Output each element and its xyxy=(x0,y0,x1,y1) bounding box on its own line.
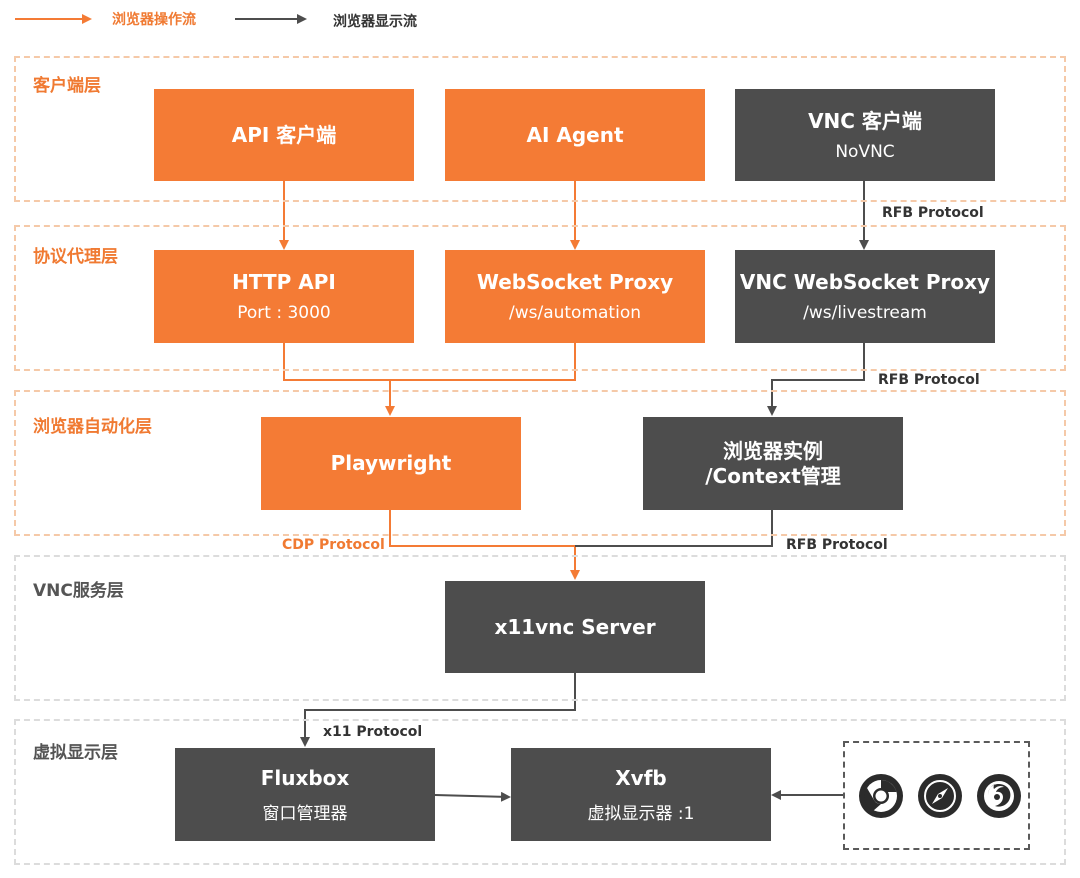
xvfb-subtitle: 虚拟显示器 :1 xyxy=(587,803,695,824)
browser-instance-title-line2: /Context管理 xyxy=(705,463,841,488)
http-api-node: HTTP API Port : 3000 xyxy=(154,250,414,343)
x11-protocol-label: x11 Protocol xyxy=(323,724,423,740)
http-api-subtitle: Port : 3000 xyxy=(237,303,331,323)
firefox-icon xyxy=(977,774,1021,818)
xvfb-title: Xvfb xyxy=(615,765,667,790)
vnc-service-layer xyxy=(14,555,1066,701)
fluxbox-subtitle: 窗口管理器 xyxy=(262,803,348,824)
rfb-protocol-label-3: RFB Protocol xyxy=(786,537,888,553)
client-layer-title: 客户端层 xyxy=(33,76,101,96)
vnc-client-node: VNC 客户端 NoVNC xyxy=(735,89,995,181)
legend-display-flow-label: 浏览器显示流 xyxy=(333,14,417,30)
vnc-ws-proxy-title: VNC WebSocket Proxy xyxy=(739,270,991,294)
fluxbox-title: Fluxbox xyxy=(260,765,350,790)
ai-agent-node: AI Agent xyxy=(445,89,705,181)
ws-proxy-subtitle: /ws/automation xyxy=(508,303,641,323)
http-api-title: HTTP API xyxy=(232,270,336,294)
safari-icon xyxy=(918,774,962,818)
edge-playwright-cdp xyxy=(389,510,575,547)
browser-instance-node: 浏览器实例 /Context管理 xyxy=(643,417,903,510)
playwright-title: Playwright xyxy=(330,451,452,475)
vnc-ws-proxy-subtitle: /ws/livestream xyxy=(803,303,927,323)
virtual-display-layer-title: 虚拟显示层 xyxy=(33,743,118,763)
api-client-node: API 客户端 xyxy=(154,89,414,181)
virtual-display-layer xyxy=(14,719,1066,865)
client-layer xyxy=(14,56,1066,202)
cdp-protocol-label: CDP Protocol xyxy=(282,537,385,553)
edge-browser-instance-rfb xyxy=(575,510,773,547)
vnc-client-title: VNC 客户端 xyxy=(808,108,922,133)
edge-x11vnc-to-fluxbox xyxy=(300,673,576,747)
playwright-node: Playwright xyxy=(261,417,521,510)
vnc-client-subtitle: NoVNC xyxy=(835,141,895,162)
protocol-proxy-layer xyxy=(14,225,1066,371)
x11vnc-server-node: x11vnc Server xyxy=(445,581,705,673)
rfb-protocol-label-2: RFB Protocol xyxy=(878,372,980,388)
ws-proxy-title: WebSocket Proxy xyxy=(476,270,674,294)
ws-proxy-node: WebSocket Proxy /ws/automation xyxy=(445,250,705,343)
legend-operation-flow-label: 浏览器操作流 xyxy=(112,12,196,28)
fluxbox-node: Fluxbox 窗口管理器 xyxy=(175,748,435,841)
browser-automation-layer-title: 浏览器自动化层 xyxy=(33,417,152,437)
protocol-proxy-layer-title: 协议代理层 xyxy=(33,247,118,267)
edge-vnc-proxy-to-browser-instance xyxy=(767,343,865,416)
chrome-icon xyxy=(859,774,903,818)
edge-fluxbox-to-xvfb xyxy=(434,791,511,802)
vnc-ws-proxy-node: VNC WebSocket Proxy /ws/livestream xyxy=(735,250,995,343)
x11vnc-title: x11vnc Server xyxy=(494,614,656,639)
ai-agent-title: AI Agent xyxy=(526,122,624,147)
vnc-service-layer-title: VNC服务层 xyxy=(33,581,124,601)
browser-automation-layer xyxy=(14,390,1066,536)
browser-instance-title-line1: 浏览器实例 xyxy=(723,438,823,463)
rfb-protocol-label-1: RFB Protocol xyxy=(882,205,984,221)
api-client-title: API 客户端 xyxy=(231,122,337,147)
xvfb-node: Xvfb 虚拟显示器 :1 xyxy=(511,748,771,841)
browser-icons-group xyxy=(843,741,1030,850)
edge-proxies-merge xyxy=(283,343,576,381)
